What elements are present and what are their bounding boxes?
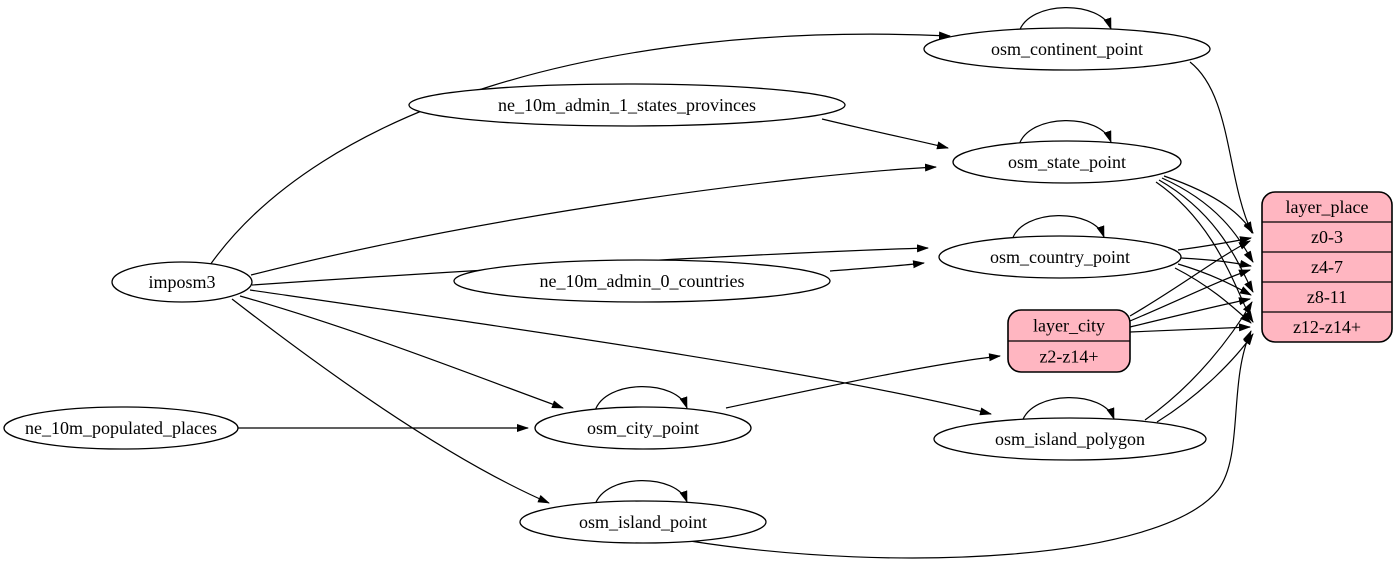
edge-osm_country_point-to-osm_country_point [1011, 215, 1105, 241]
node-osm_island_point: osm_island_point [519, 500, 767, 544]
edge-osm_country_point-to-layer_place-z12-z14+ [1174, 267, 1252, 324]
edge-ne_10m_admin_1_states_provinces-to-osm_state_point [821, 118, 949, 150]
node-label: osm_continent_point [991, 39, 1143, 59]
edge-osm_country_point-to-layer_place-z0-3 [1177, 236, 1252, 251]
record-row-z12-z14+: z12-z14+ [1293, 317, 1361, 337]
node-shape [519, 500, 767, 544]
node-shape [534, 406, 752, 450]
node-label: ne_10m_admin_1_states_provinces [498, 95, 756, 115]
node-label: osm_island_point [579, 512, 707, 532]
node-shape [952, 140, 1182, 184]
edge-imposm3-to-osm_state_point [250, 163, 937, 276]
node-label: imposm3 [148, 272, 215, 292]
node-shape [933, 417, 1207, 461]
node-osm_city_point: osm_city_point [534, 406, 752, 450]
edge-osm_country_point-to-layer_place-z4-7 [1180, 257, 1252, 268]
nodes-layer: imposm3 ne_10m_admin_1_states_provincesne… [3, 27, 1393, 544]
edge-osm_city_point-to-osm_city_point [594, 386, 688, 412]
edge-imposm3-to-osm_island_polygon [249, 289, 992, 416]
edge-layer_city-to-layer_place-z4-7 [1129, 269, 1251, 322]
node-label: ne_10m_populated_places [25, 418, 217, 438]
edges-layer [209, 7, 1254, 559]
edge-layer_city-to-layer_place-z8-11 [1129, 297, 1251, 328]
edge-osm_island_point-to-layer_place-z12-z14+ [689, 330, 1252, 559]
edge-layer_city-to-layer_place-z12-z14+ [1129, 323, 1251, 333]
edge-ne_10m_admin_0_countries-to-osm_country_point [829, 260, 925, 272]
node-osm_continent_point: osm_continent_point [923, 27, 1211, 71]
node-shape [938, 235, 1182, 279]
edge-imposm3-to-osm_continent_point [209, 31, 951, 266]
node-shape [111, 261, 253, 303]
edge-osm_island_polygon-to-osm_island_polygon [1021, 397, 1115, 423]
node-ne_10m_admin_1_states_provinces: ne_10m_admin_1_states_provinces [408, 83, 846, 127]
node-label: osm_island_polygon [995, 429, 1145, 449]
node-shape [453, 259, 831, 303]
edge-osm_state_point-to-layer_place-z8-11 [1158, 179, 1254, 293]
node-osm_country_point: osm_country_point [938, 235, 1182, 279]
node-osm_state_point: osm_state_point [952, 140, 1182, 184]
edge-osm_state_point-to-osm_state_point [1018, 120, 1112, 146]
node-layer_city: layer_city z2-z14+ [1007, 309, 1131, 373]
node-label: ne_10m_admin_0_countries [540, 271, 745, 291]
node-osm_island_polygon: osm_island_polygon [933, 417, 1207, 461]
node-shape [3, 406, 239, 450]
node-ne_10m_populated_places: ne_10m_populated_places [3, 406, 239, 450]
record-row-z8-11: z8-11 [1307, 287, 1347, 307]
edge-osm_island_point-to-osm_island_point [594, 480, 688, 506]
node-shape [923, 27, 1211, 71]
node-imposm3: imposm3 [111, 261, 253, 303]
record-row-z0-3: z0-3 [1311, 227, 1343, 247]
record-row-z2-z14+: z2-z14+ [1039, 347, 1098, 367]
edge-osm_state_point-to-layer_place-z4-7 [1161, 177, 1254, 263]
edge-osm_continent_point-to-layer_place-z0-3 [1189, 61, 1253, 234]
record-title: layer_city [1033, 316, 1105, 336]
node-label: osm_state_point [1008, 152, 1126, 172]
node-shape [408, 83, 846, 127]
edge-osm_island_polygon-to-layer_place-z8-11 [1144, 301, 1253, 421]
node-label: osm_city_point [587, 418, 699, 438]
edge-layer_city-to-layer_place-z0-3 [1129, 240, 1251, 317]
node-ne_10m_admin_0_countries: ne_10m_admin_0_countries [453, 259, 831, 303]
edge-imposm3-to-osm_city_point [239, 295, 564, 409]
edge-osm_continent_point-to-osm_continent_point [1018, 7, 1112, 33]
record-row-z4-7: z4-7 [1311, 257, 1343, 277]
edge-osm_state_point-to-layer_place-z0-3 [1163, 175, 1254, 234]
edge-imposm3-to-osm_island_point [231, 298, 550, 504]
record-title: layer_place [1286, 197, 1369, 217]
node-layer_place: layer_place z0-3 z4-7 z8-11 z12-z14+ [1261, 191, 1393, 343]
record-shape [1261, 191, 1393, 343]
edge-osm_city_point-to-layer_city-z2-z14+ [725, 353, 1001, 409]
node-label: osm_country_point [990, 247, 1130, 267]
